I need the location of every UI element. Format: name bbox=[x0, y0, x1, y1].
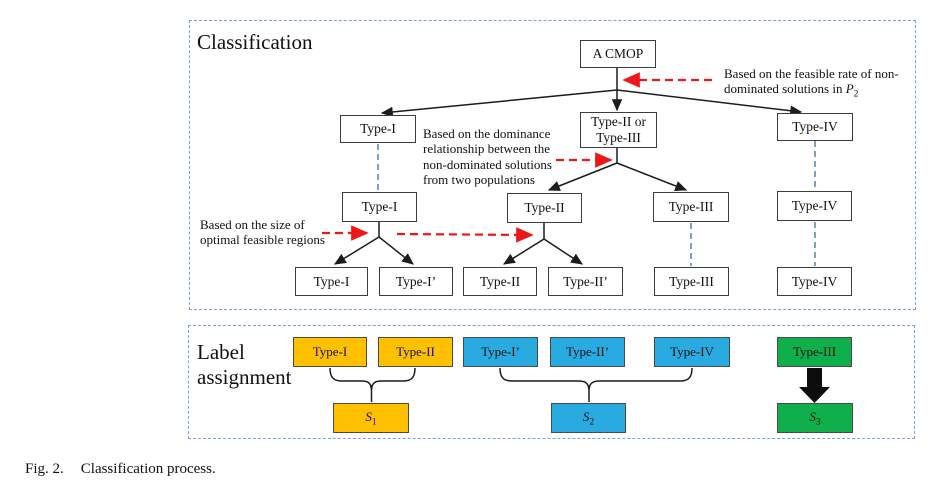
edge-type2-child2 bbox=[543, 238, 584, 265]
label-box-type1-prime: Type-I’ bbox=[463, 337, 538, 367]
label-assignment-title-line2: assignment bbox=[197, 365, 292, 389]
node-l3-type2: Type-II bbox=[507, 193, 582, 223]
node-l4-type2-prime: Type-II’ bbox=[548, 267, 623, 296]
label-box-type3: Type-III bbox=[777, 337, 852, 367]
annotation-feasible-line1: Based on the feasible rate of non- bbox=[724, 66, 899, 81]
annotation-size: Based on the size of optimal feasible re… bbox=[200, 217, 325, 248]
set-box-s3: S3 bbox=[777, 403, 853, 433]
edge-type23-type3 bbox=[616, 162, 688, 191]
label-box-type4: Type-IV bbox=[654, 337, 730, 367]
label-assignment-title: Label assignment bbox=[197, 340, 292, 390]
node-root: A CMOP bbox=[580, 40, 656, 68]
label-assignment-title-line1: Label bbox=[197, 340, 245, 364]
blue-dashed-links bbox=[377, 141, 816, 266]
node-l4-type2: Type-II bbox=[463, 267, 537, 296]
annotation-feasible-line2: dominated solutions in P2 bbox=[724, 81, 859, 100]
node-l3-type4: Type-IV bbox=[777, 191, 852, 221]
node-l3-type1: Type-I bbox=[342, 192, 417, 222]
node-l4-type1: Type-I bbox=[295, 267, 368, 296]
node-l2-type2-or-type3: Type-II or Type-III bbox=[580, 112, 657, 148]
annotation-dominance: Based on the dominance relationship betw… bbox=[423, 126, 552, 188]
node-l4-type4: Type-IV bbox=[777, 267, 852, 296]
set-box-s1: S1 bbox=[333, 403, 409, 433]
classification-panel bbox=[189, 20, 916, 310]
edge-root-type4 bbox=[616, 89, 803, 116]
edge-type1-child1 bbox=[333, 236, 380, 265]
brace-s2 bbox=[499, 367, 693, 402]
caption-text: Classification process. bbox=[80, 461, 216, 477]
node-l3-type3: Type-III bbox=[653, 192, 729, 222]
tree-edges bbox=[333, 68, 803, 265]
set-box-s2: S2 bbox=[551, 403, 626, 433]
label-box-type1: Type-I bbox=[293, 337, 367, 367]
edge-type1-child2 bbox=[378, 236, 414, 265]
caption-fig-number: Fig. 2. bbox=[25, 461, 64, 477]
label-assignment-panel bbox=[188, 325, 915, 439]
thick-arrow-s3 bbox=[799, 368, 830, 403]
node-l2-type1: Type-I bbox=[340, 115, 416, 143]
label-box-type2-prime: Type-II’ bbox=[550, 337, 625, 367]
node-l4-type3: Type-III bbox=[654, 267, 729, 296]
red-arrow-size-right bbox=[396, 227, 534, 243]
node-l2-type4: Type-IV bbox=[777, 113, 853, 141]
label-box-type2: Type-II bbox=[378, 337, 453, 367]
edge-type2-child1 bbox=[502, 238, 545, 265]
edge-root-type1 bbox=[380, 89, 618, 118]
brace-s1 bbox=[329, 367, 416, 402]
node-l4-type1-prime: Type-I’ bbox=[379, 267, 453, 296]
annotation-feasible-rate: Based on the feasible rate of non- domin… bbox=[724, 66, 946, 103]
red-arrows bbox=[322, 72, 712, 243]
figure-caption: Fig. 2. Classification process. bbox=[25, 461, 216, 478]
grouping-braces bbox=[329, 367, 830, 403]
classification-title: Classification bbox=[197, 30, 313, 54]
